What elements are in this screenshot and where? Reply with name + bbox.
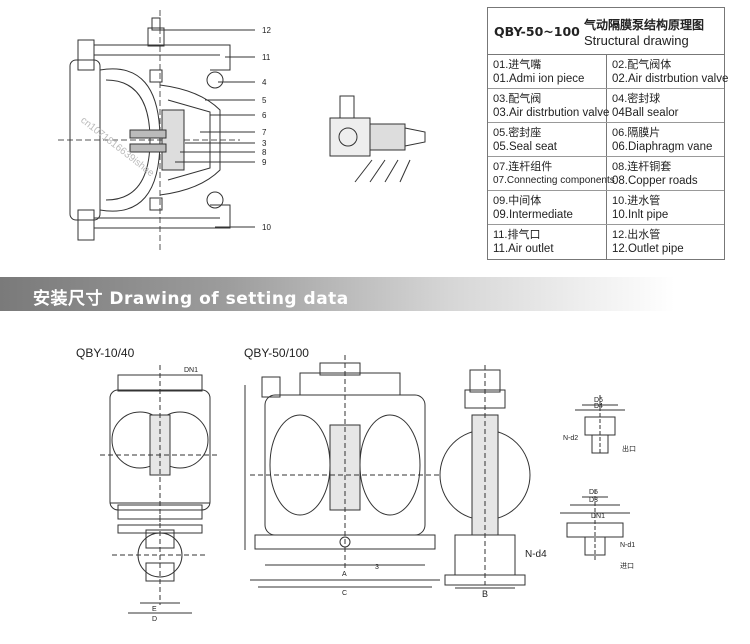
table-row: 07.连杆组件 07.Connecting components 08.连杆铜套 0… <box>488 157 724 191</box>
table-title-cn: 气动隔膜泵结构原理图 <box>584 18 705 32</box>
dim-c-label: C <box>342 590 347 597</box>
callout-12: 12 <box>262 26 271 35</box>
row-cn: 04.密封球 <box>612 93 661 105</box>
row-en: 01.Admi ion piece <box>493 73 585 85</box>
row-cn: 03.配气阀 <box>493 93 542 105</box>
callout-11: 11 <box>262 53 271 62</box>
row-en: 11.Air outlet <box>493 243 554 255</box>
row-en: 12.Outlet pipe <box>612 243 684 255</box>
callout-8: 8 <box>262 148 267 157</box>
banner-title: 安装尺寸 Drawing of setting data <box>33 289 349 309</box>
table-row: 01.进气嘴 01.Admi ion piece 02.配气阀体 02.Air di… <box>488 55 728 89</box>
section-banner: 安装尺寸 Drawing of setting data <box>0 277 750 311</box>
d3-label: D3 <box>589 497 598 504</box>
n-d2-label: N-d2 <box>563 435 578 442</box>
row-en: 04Ball sealor <box>612 107 679 119</box>
row-cn: 10.进水管 <box>612 195 661 207</box>
row-cn: 01.进气嘴 <box>493 59 542 71</box>
setting-drawings: DN1 E D A C 3 B N-d4 D6 D4 N-d2 出口 D5 D3… <box>100 355 636 623</box>
table-header: QBY-50~100 气动隔膜泵结构原理图 Structural drawing <box>488 8 724 55</box>
large-pump-label: QBY-50/100 <box>244 346 309 360</box>
dim-a-label: A <box>342 571 347 578</box>
callout-4: 4 <box>262 78 267 87</box>
dim-d-label-small: D <box>152 616 157 623</box>
table-model: QBY-50~100 <box>494 24 580 39</box>
callout-7: 7 <box>262 128 267 137</box>
inlet-cn-label: 进口 <box>620 562 634 570</box>
row-en: 07.Connecting components <box>493 175 615 186</box>
small-pump-label: QBY-10/40 <box>76 346 135 360</box>
callout-5: 5 <box>262 96 267 105</box>
row-cn: 05.密封座 <box>493 127 542 139</box>
structural-drawing: 12 11 4 5 6 7 3 8 9 10 <box>58 10 426 250</box>
callout-9: 9 <box>262 158 267 167</box>
d5-label: D5 <box>589 489 598 496</box>
table-row: 09.中间体 09.Intermediate 10.进水管 10.Inlt pipe <box>488 191 724 225</box>
row-cn: 06.隔膜片 <box>612 127 661 139</box>
callout-3: 3 <box>262 139 267 148</box>
row-en: 05.Seal seat <box>493 141 557 153</box>
n-d1-label: N-d1 <box>620 542 635 549</box>
dim-b-label: B <box>482 589 488 599</box>
callout-6: 6 <box>262 111 267 120</box>
row-en: 06.Diaphragm vane <box>612 141 713 153</box>
row-cn: 02.配气阀体 <box>612 59 672 71</box>
dim-3-label: 3 <box>375 564 379 571</box>
row-cn: 07.连杆组件 <box>493 161 553 173</box>
outlet-cn-label: 出口 <box>622 444 636 453</box>
parts-table: QBY-50~100 气动隔膜泵结构原理图 Structural drawing… <box>487 7 728 260</box>
row-en: 09.Intermediate <box>493 209 573 221</box>
row-en: 08.Copper roads <box>612 175 698 187</box>
row-en: 10.Inlt pipe <box>612 209 669 221</box>
dn1-label-large: DN1 <box>591 513 605 520</box>
row-cn: 09.中间体 <box>493 195 542 207</box>
table-row: 11.排气口 11.Air outlet 12.出水管 12.Outlet pipe <box>488 225 724 259</box>
table-title-en: Structural drawing <box>584 33 689 48</box>
row-cn: 08.连杆铜套 <box>612 161 672 173</box>
dn1-label-small: DN1 <box>184 367 198 374</box>
row-cn: 12.出水管 <box>612 229 661 241</box>
dim-e-label: E <box>152 606 157 613</box>
row-en: 03.Air distrbution valve <box>493 107 610 119</box>
row-en: 02.Air distrbution valve <box>612 73 729 85</box>
n-d4-label: N-d4 <box>525 549 547 560</box>
d4-label: D4 <box>594 403 603 410</box>
table-row: 05.密封座 05.Seal seat 06.隔膜片 06.Diaphragm va… <box>488 123 724 157</box>
table-row: 03.配气阀 03.Air distrbution valve 04.密封球 04B… <box>488 89 724 123</box>
row-cn: 11.排气口 <box>493 229 541 241</box>
callout-10: 10 <box>262 223 271 232</box>
d6-label: D6 <box>594 397 603 404</box>
